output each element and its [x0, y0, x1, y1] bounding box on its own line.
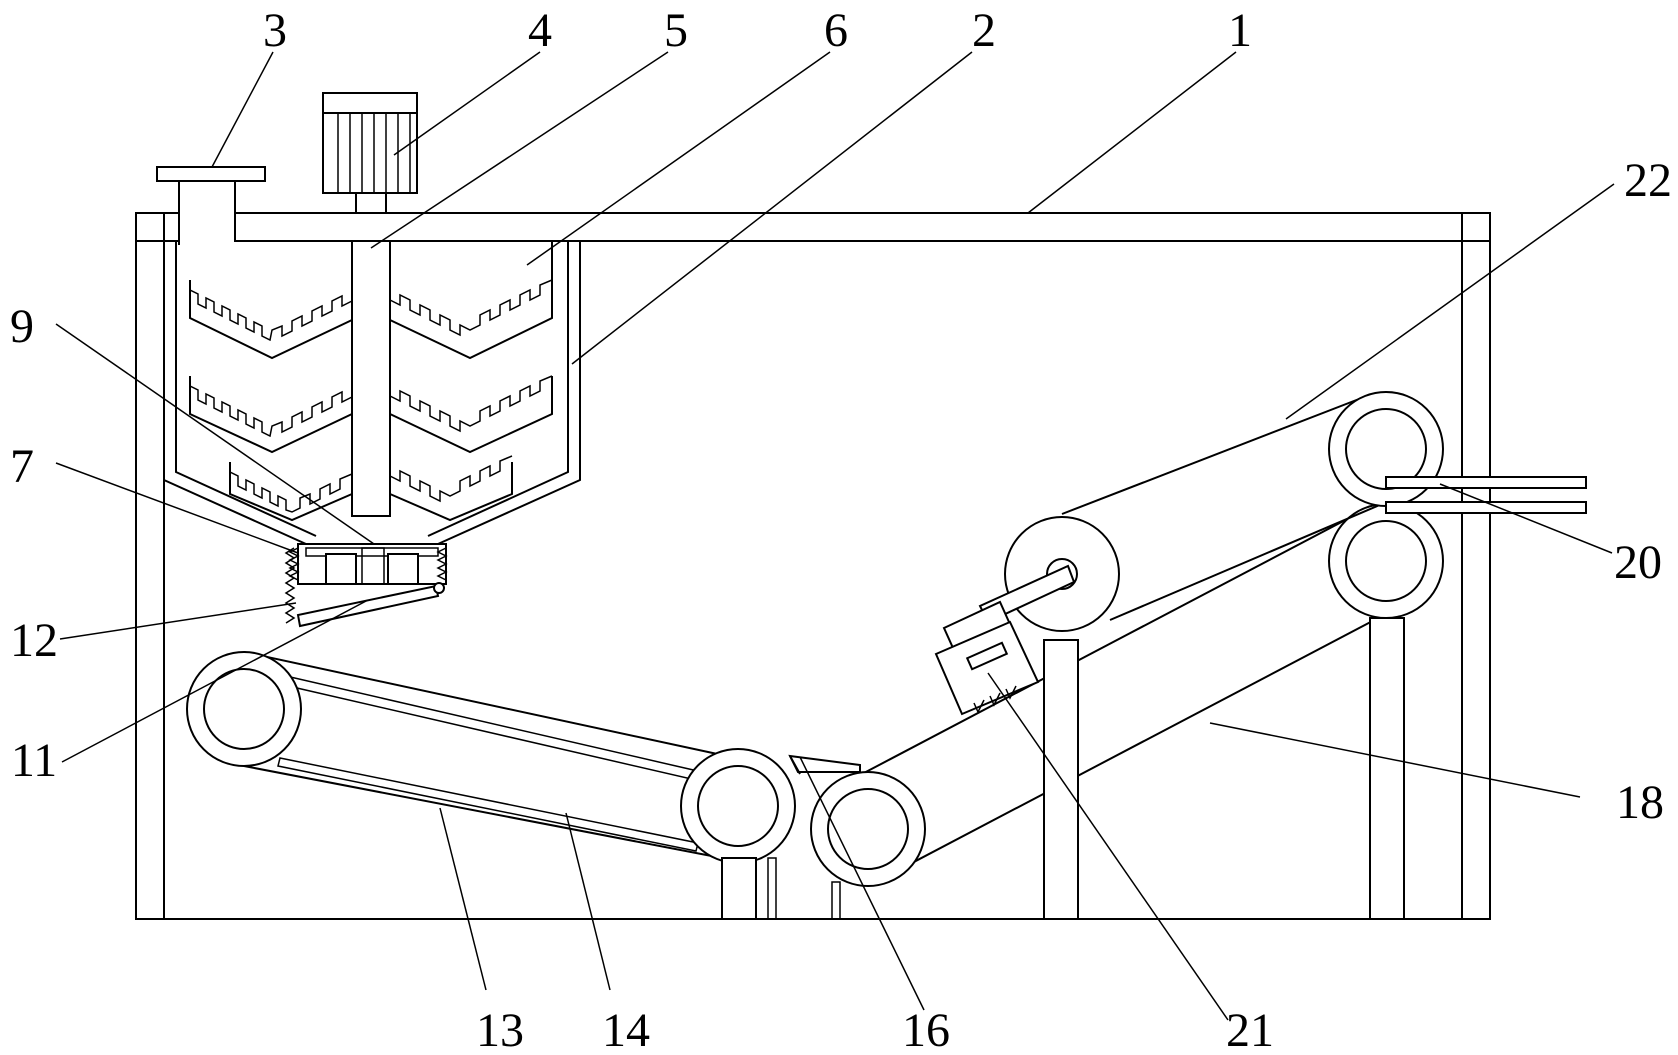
label-22: 21: [1226, 1004, 1274, 1055]
label-18: 18: [1616, 776, 1664, 829]
label-7: 7: [10, 440, 34, 493]
label-13: 13: [476, 1004, 524, 1055]
label-11: 11: [11, 734, 57, 787]
label-2: 2: [972, 4, 996, 57]
mixing-hopper: [163, 241, 581, 545]
leader-22: [987, 672, 1229, 1021]
label-5: 5: [664, 4, 688, 57]
leader-4: [393, 51, 541, 156]
leader-5: [370, 51, 669, 249]
leader-2: [571, 51, 973, 365]
label-12: 12: [10, 614, 58, 667]
leader-1: [1027, 51, 1237, 214]
swing-plate: [296, 582, 445, 628]
stirring-blades: [189, 240, 553, 522]
label-21: 22: [1624, 154, 1672, 207]
lower-conveyor: [186, 651, 841, 920]
motor: [322, 92, 418, 214]
inlet-pipe: [156, 166, 266, 245]
label-14: 14: [602, 1004, 650, 1055]
label-6: 6: [824, 4, 848, 57]
leader-20: [1439, 483, 1613, 554]
housing-top-wall: [234, 212, 1491, 242]
discharge-valve: [288, 543, 448, 585]
label-3: 3: [263, 4, 287, 57]
leader-14: [565, 812, 611, 991]
leader-21: [1285, 183, 1615, 420]
leader-11: [61, 599, 369, 763]
housing-top-wall-left: [135, 212, 180, 242]
inclined-conveyor: [810, 503, 1444, 920]
label-4: 4: [528, 4, 552, 57]
leader-18: [1209, 722, 1581, 798]
leader-13: [439, 807, 487, 991]
leader-7: [55, 462, 299, 554]
label-20: 20: [1614, 536, 1662, 589]
callout-labels: 3 4 5 6 2 1 22 20 18 21 16 14 13 11 12 7…: [10, 4, 1672, 1055]
housing-left-wall: [135, 212, 165, 920]
label-9: 9: [10, 300, 34, 353]
leader-6: [526, 51, 831, 266]
leader-3: [211, 51, 274, 168]
stirring-shaft: [351, 240, 391, 517]
spring: [284, 547, 296, 624]
label-16: 16: [902, 1004, 950, 1055]
label-1: 1: [1228, 4, 1252, 57]
leader-lines: [55, 51, 1615, 1021]
leader-9: [55, 323, 375, 545]
leader-12: [59, 602, 297, 640]
cleaning-brush: [934, 564, 1076, 716]
housing-right-wall: [1461, 212, 1491, 920]
leader-16: [799, 756, 925, 1011]
